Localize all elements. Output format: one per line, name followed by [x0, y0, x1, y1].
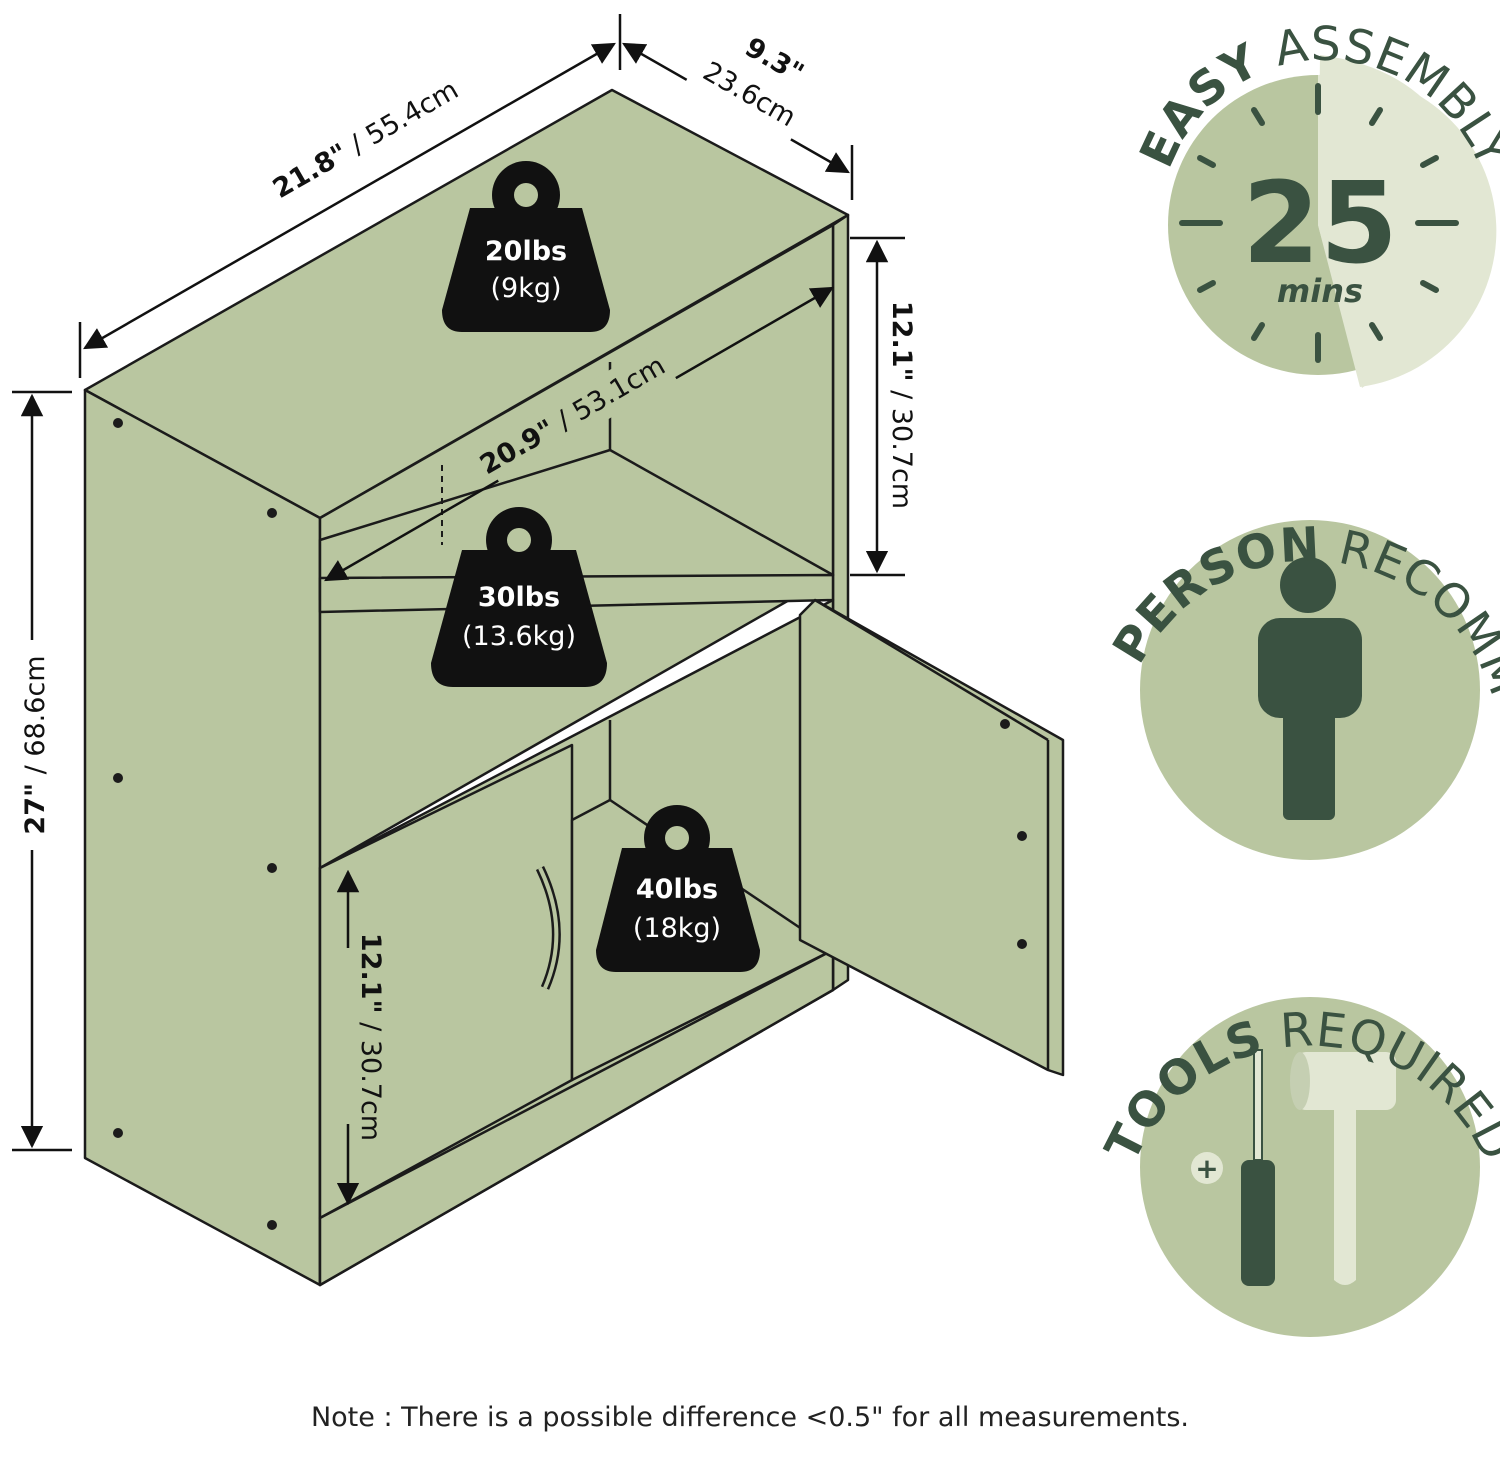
svg-text:+: + [1195, 1152, 1218, 1185]
height-in: 27" [20, 783, 51, 835]
person-icon [1258, 557, 1362, 820]
badge-easy-assembly: 25 mins EASY ASSEMBLY [1129, 17, 1500, 388]
weight-tag-shelf: 30lbs (13.6kg) [431, 507, 607, 687]
weight-bottom-lbs: 40lbs [636, 874, 718, 905]
weight-shelf-lbs: 30lbs [478, 582, 560, 613]
tools-icon: + [1191, 1049, 1396, 1286]
weight-icon [442, 161, 610, 332]
upper-height-in: 12.1" [886, 301, 917, 382]
screwdriver-icon: + [1191, 1049, 1275, 1286]
weight-tag-top: 20lbs (9kg) [442, 161, 610, 332]
weight-shelf-kg: (13.6kg) [462, 621, 576, 652]
weight-top-lbs: 20lbs [485, 236, 567, 267]
badge-tools-required: + TOOLS REQUIRED [1095, 997, 1500, 1337]
cabinet-base [318, 948, 835, 1287]
height-cm: / 68.6cm [20, 655, 51, 783]
width-dimension-line [83, 42, 616, 350]
lower-height-in: 12.1" [355, 933, 386, 1014]
upper-height-cm: / 30.7cm [886, 382, 917, 510]
measurement-note: Note : There is a possible difference <0… [310, 1402, 1190, 1433]
assembly-unit: mins [1277, 272, 1363, 310]
weight-bottom-kg: (18kg) [633, 913, 721, 944]
lower-height-cm: / 30.7cm [355, 1014, 386, 1142]
weight-tag-bottom: 40lbs (18kg) [596, 805, 760, 972]
mallet-icon [1290, 1052, 1396, 1285]
clock-icon [1179, 83, 1459, 363]
height-label: 27" / 68.6cm [20, 655, 51, 834]
screw-holes [113, 418, 1027, 1230]
cabinet-left-side [83, 388, 322, 1287]
assembly-minutes: 25 [1242, 159, 1398, 289]
upper-height-label: 12.1" / 30.7cm [886, 301, 917, 509]
lower-height-label: 12.1" / 30.7cm [355, 933, 386, 1141]
weight-top-kg: (9kg) [490, 273, 561, 304]
